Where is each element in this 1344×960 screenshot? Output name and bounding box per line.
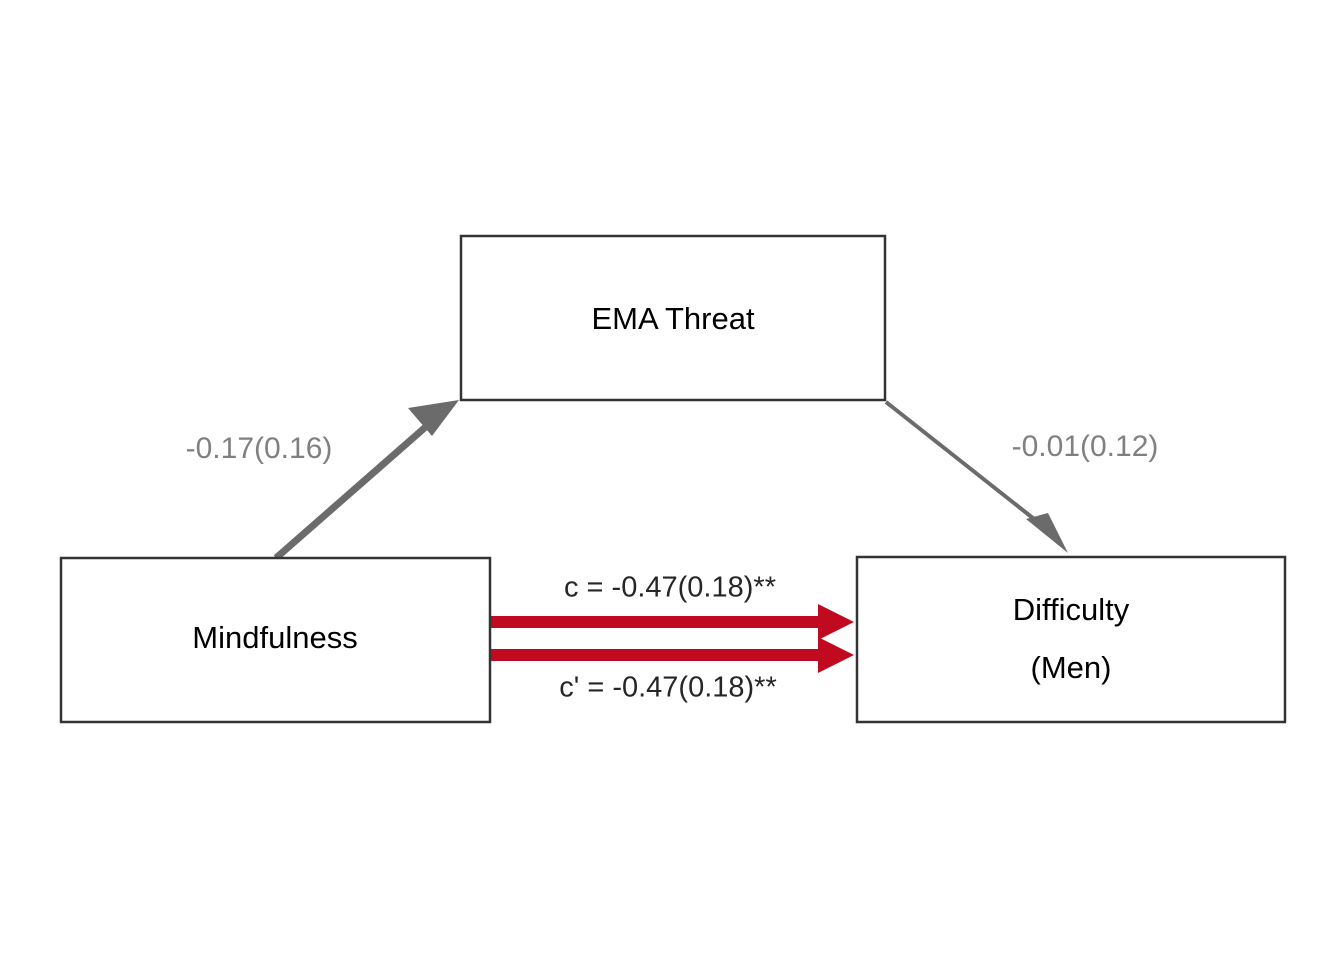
path-b-line bbox=[884, 400, 1050, 532]
path-a-label: -0.17(0.16) bbox=[186, 432, 333, 465]
path-c-arrow-shape bbox=[491, 604, 854, 640]
path-c-arrow bbox=[491, 604, 854, 640]
node-mindfulness-box[interactable] bbox=[59, 556, 492, 724]
path-c-label: c = -0.47(0.18)** bbox=[564, 572, 776, 604]
path-b-arrowhead-icon bbox=[1026, 513, 1068, 553]
node-mindfulness-label: Mindfulness bbox=[192, 620, 357, 655]
path-c-prime-arrow bbox=[491, 637, 854, 673]
node-ema-threat-box[interactable] bbox=[459, 234, 887, 402]
path-a-arrow bbox=[273, 400, 459, 561]
path-a-line bbox=[273, 414, 440, 561]
node-ema-threat-label: EMA Threat bbox=[591, 301, 755, 336]
path-b-arrow bbox=[884, 400, 1068, 553]
node-difficulty-men-label-line1: Difficulty bbox=[1013, 592, 1130, 627]
path-c-prime-label: c' = -0.47(0.18)** bbox=[559, 672, 777, 704]
path-c-prime-arrow-shape bbox=[491, 637, 854, 673]
node-difficulty-men[interactable]: Difficulty (Men) bbox=[855, 555, 1287, 724]
node-ema-threat[interactable]: EMA Threat bbox=[459, 234, 887, 402]
node-mindfulness[interactable]: Mindfulness bbox=[59, 556, 492, 724]
path-a-arrowhead-icon bbox=[408, 400, 459, 436]
node-difficulty-men-label-line2: (Men) bbox=[1031, 650, 1112, 685]
node-difficulty-men-box[interactable] bbox=[855, 555, 1287, 724]
path-b-label: -0.01(0.12) bbox=[1012, 430, 1159, 463]
